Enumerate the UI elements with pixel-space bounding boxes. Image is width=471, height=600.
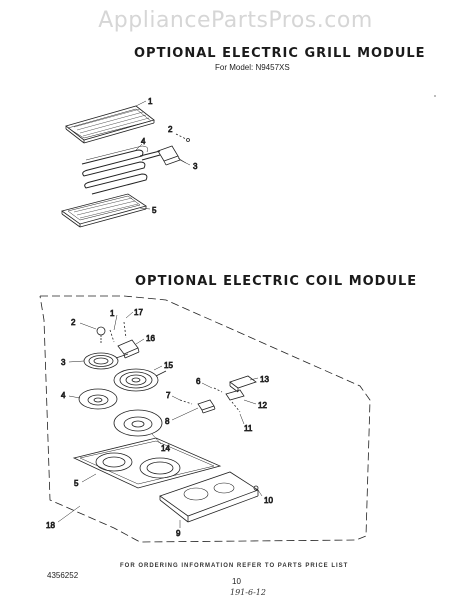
callout-coil-5: 5	[74, 479, 79, 488]
model-number: For Model: N9457XS	[215, 63, 290, 72]
callout-grill-5: 5	[152, 206, 157, 215]
callout-coil-7: 7	[166, 391, 171, 400]
coil-element-small	[83, 352, 129, 370]
callout-coil-12: 12	[258, 401, 267, 410]
coil-pilot-light	[96, 326, 106, 344]
callout-coil-14: 14	[161, 444, 170, 453]
coil-control-bracket	[213, 375, 257, 401]
grill-module-diagram	[61, 100, 191, 228]
grill-heating-element	[81, 145, 161, 195]
grill-drip-pan	[61, 193, 147, 228]
coil-module-title: OPTIONAL ELECTRIC COIL MODULE	[135, 274, 418, 289]
drip-bowl-small	[78, 388, 118, 410]
callout-grill-4: 4	[141, 137, 146, 146]
callout-coil-1: 1	[110, 309, 115, 318]
coil-module-diagram	[39, 295, 371, 543]
page-number: 10	[232, 577, 241, 586]
callout-coil-13: 13	[260, 375, 269, 384]
handwritten-date: 191-6-12	[230, 588, 266, 597]
ordering-note: FOR ORDERING INFORMATION REFER TO PARTS …	[120, 563, 349, 569]
coil-receptacle	[117, 339, 140, 359]
coil-element-large	[113, 368, 167, 392]
callout-coil-16: 16	[146, 334, 155, 343]
drip-bowl-large	[113, 409, 163, 437]
coil-top-plate	[72, 437, 222, 489]
callout-grill-2: 2	[168, 125, 173, 134]
document-part-number: 4356252	[47, 571, 79, 580]
grill-grate	[65, 105, 155, 144]
callout-coil-6: 6	[196, 377, 201, 386]
coil-bottom-pan	[159, 471, 259, 523]
watermark: AppliancePartsPros.com	[98, 8, 373, 33]
callout-coil-10: 10	[264, 496, 273, 505]
callout-grill-3: 3	[193, 162, 198, 171]
callout-coil-2: 2	[71, 318, 76, 327]
callout-coil-11: 11	[244, 424, 253, 433]
grill-module-title: OPTIONAL ELECTRIC GRILL MODULE	[134, 46, 426, 61]
callout-coil-4: 4	[61, 391, 66, 400]
callout-coil-8: 8	[165, 417, 170, 426]
grill-receptacle	[157, 145, 187, 166]
callout-coil-9: 9	[176, 529, 181, 538]
callout-grill-1: 1	[148, 97, 153, 106]
callout-coil-17: 17	[134, 308, 143, 317]
callout-coil-18: 18	[46, 521, 55, 530]
callout-coil-3: 3	[61, 358, 66, 367]
grill-screw	[175, 133, 190, 142]
callout-coil-15: 15	[164, 361, 173, 370]
coil-switch	[179, 399, 216, 414]
